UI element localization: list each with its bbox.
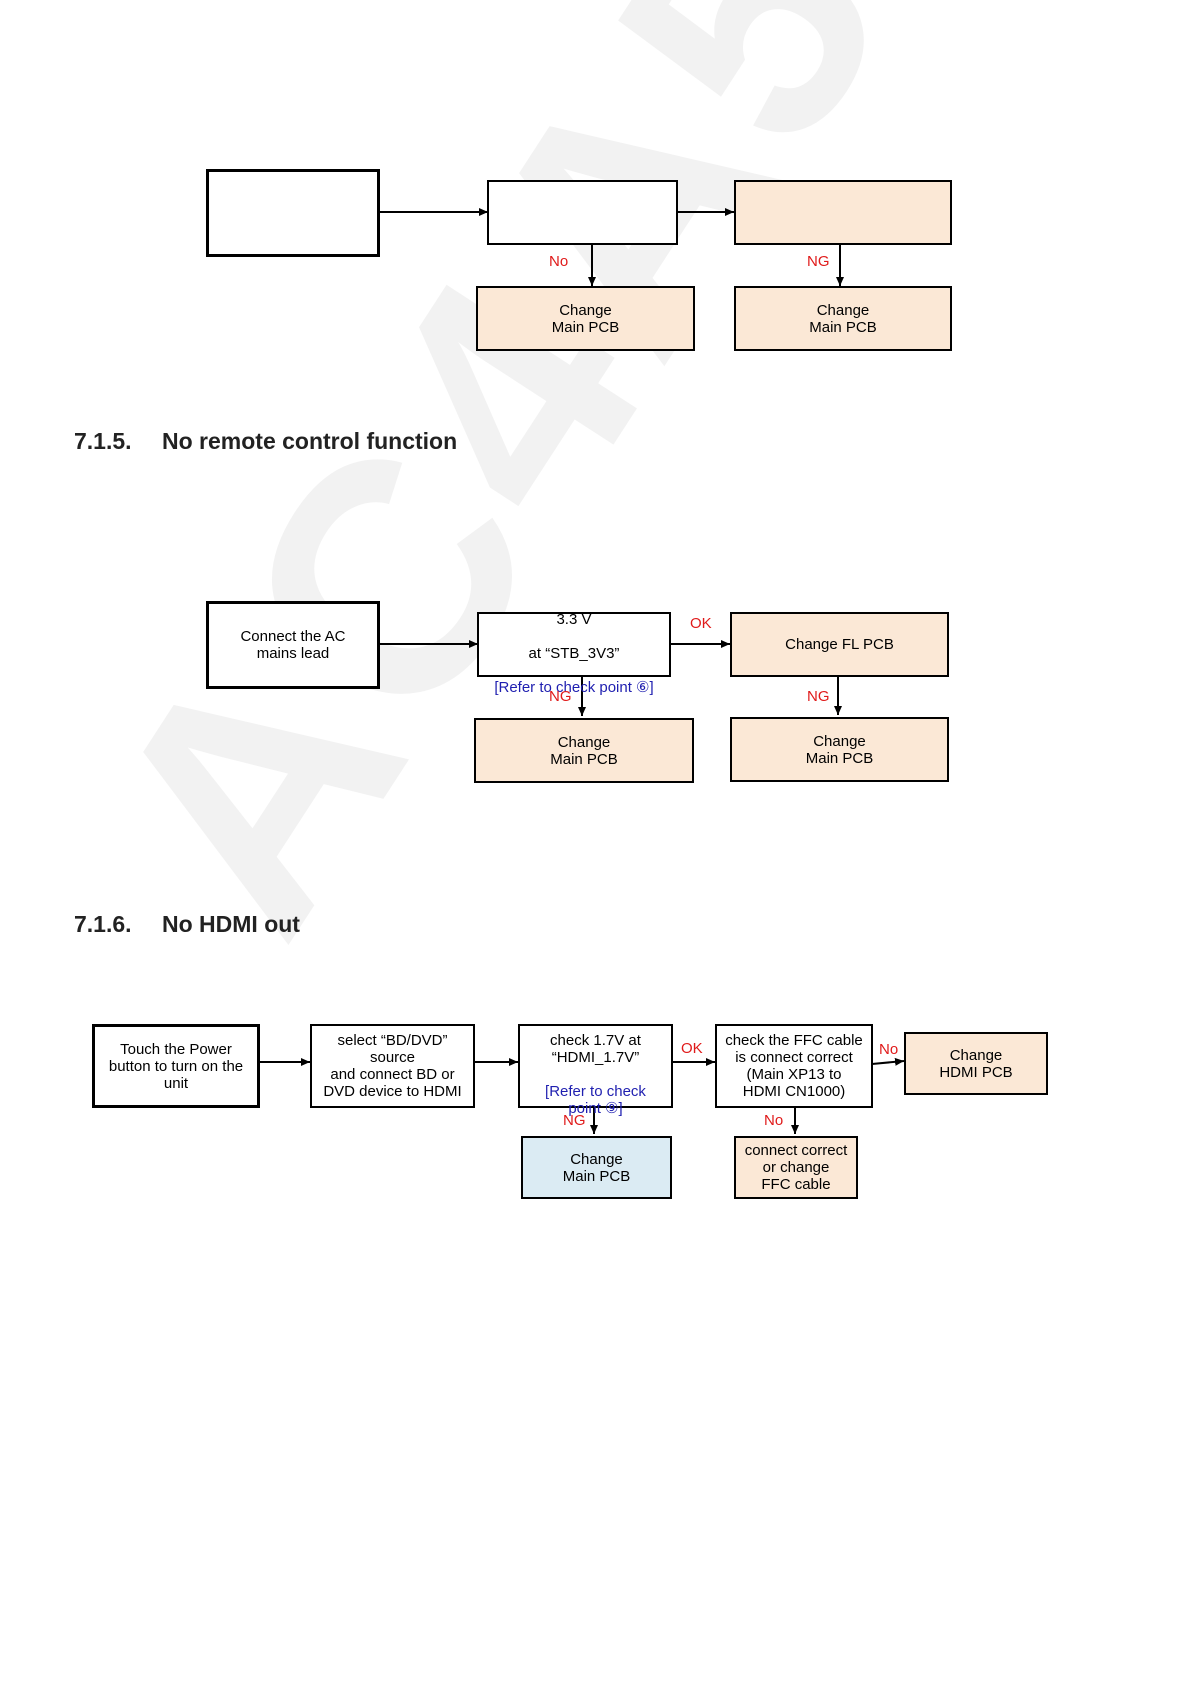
check-ffc-box: check the FFC cable is connect correct (… <box>715 1024 873 1108</box>
check-point-reference: [Refer to check point ⑨] <box>545 1083 646 1117</box>
label-ok: OK <box>681 1040 703 1057</box>
change-main-pcb-box: Change Main PCB <box>734 286 952 351</box>
check-text: check 1.7V at “HDMI_1.7V” <box>550 1032 641 1066</box>
arrow <box>871 1057 905 1066</box>
flow-box-right <box>734 180 952 245</box>
section-number: 7.1.5. <box>74 428 132 454</box>
change-hdmi-pcb-box: Change HDMI PCB <box>904 1032 1048 1095</box>
label-ng: NG <box>563 1112 586 1129</box>
check-location: at “STB_3V3” <box>528 644 620 662</box>
check-3v3-box: 3.3 V at “STB_3V3” [Refer to check point… <box>477 610 671 696</box>
change-main-pcb-box: Change Main PCB <box>730 717 949 782</box>
label-ok: OK <box>690 615 712 632</box>
flow-box-left <box>206 169 380 257</box>
connect-ffc-box: connect correct or change FFC cable <box>734 1136 858 1199</box>
label-no: No <box>549 253 569 270</box>
label-no: No <box>764 1112 784 1129</box>
check-voltage: 3.3 V <box>556 610 592 628</box>
label-ng: NG <box>549 688 572 705</box>
change-main-pcb-box: Change Main PCB <box>521 1136 672 1199</box>
change-fl-pcb-box: Change FL PCB <box>730 612 949 677</box>
change-main-pcb-box: Change Main PCB <box>474 718 694 783</box>
section-title: No HDMI out <box>162 911 300 937</box>
flow-box-middle <box>487 180 678 245</box>
select-source-box: select “BD/DVD” source and connect BD or… <box>310 1024 475 1108</box>
section-number: 7.1.6. <box>74 911 132 937</box>
section-title: No remote control function <box>162 428 458 454</box>
touch-power-box: Touch the Power button to turn on the un… <box>92 1024 260 1108</box>
label-ng: NG <box>807 253 830 270</box>
section-heading-7-1-5: 7.1.5. No remote control function <box>74 427 457 455</box>
connect-ac-box: Connect the AC mains lead <box>206 601 380 689</box>
check-point-reference: [Refer to check point ⑥] <box>494 678 654 696</box>
change-main-pcb-box: Change Main PCB <box>476 286 695 351</box>
section-heading-7-1-6: 7.1.6. No HDMI out <box>74 910 300 938</box>
label-no: No <box>879 1041 899 1058</box>
check-hdmi-voltage-box: check 1.7V at “HDMI_1.7V” [Refer to chec… <box>518 1024 673 1117</box>
label-ng: NG <box>807 688 830 705</box>
